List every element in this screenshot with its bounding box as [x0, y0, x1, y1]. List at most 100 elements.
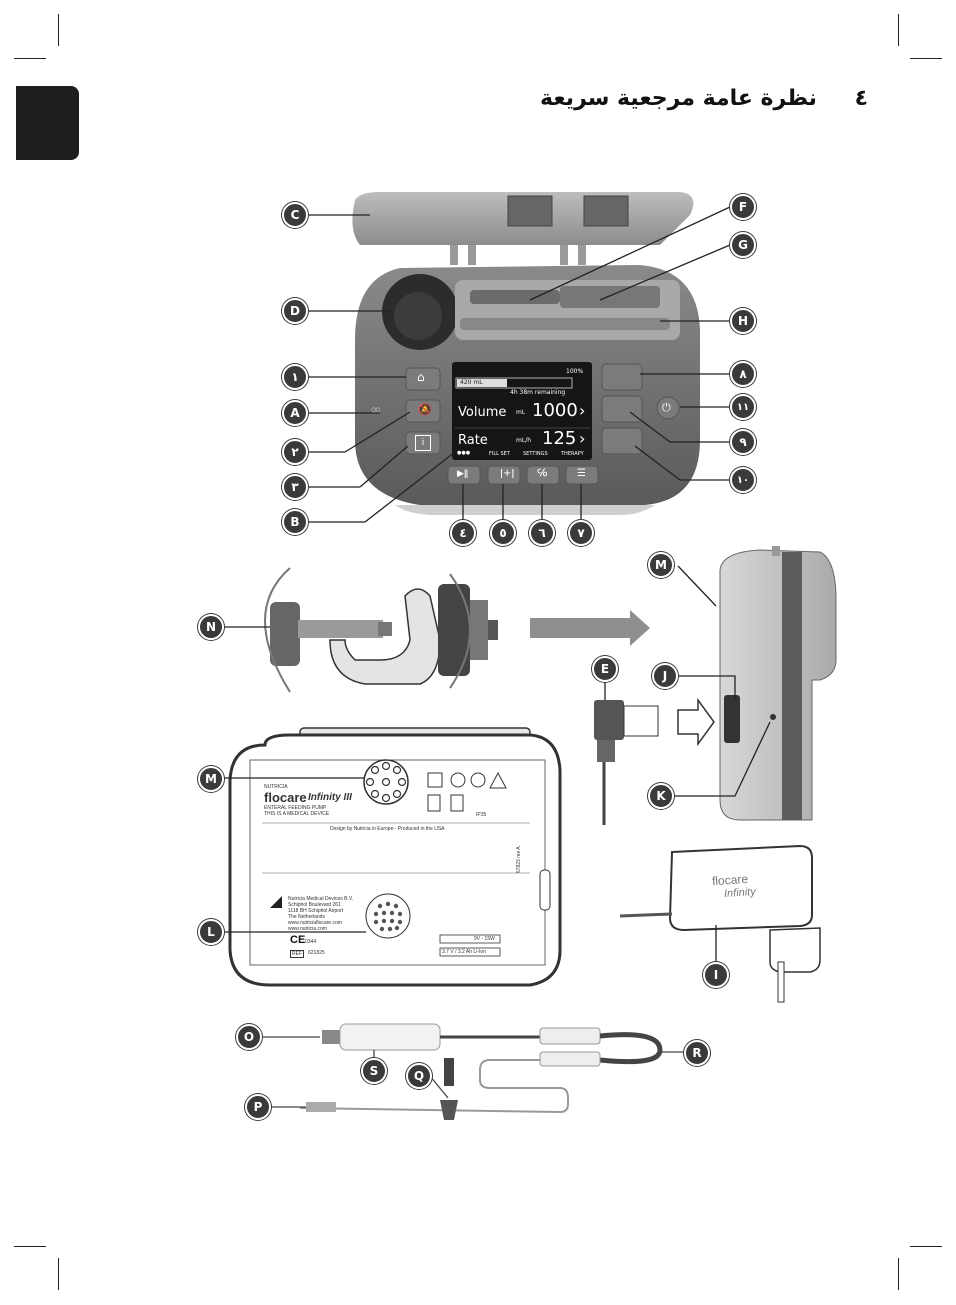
page-header: ٤ نظرة عامة مرجعية سريعة	[540, 86, 868, 111]
bolus-icon[interactable]: ǀ+ǀ	[500, 468, 515, 479]
label-brand-small: NUTRICIA	[264, 784, 288, 790]
callout-r: R	[684, 1040, 710, 1066]
callout-5: ٥	[490, 520, 516, 546]
label-maker-1: Nutricia Medical Devices B.V.	[288, 896, 354, 902]
info-icon[interactable]: i	[415, 435, 431, 451]
mute-icon[interactable]: 🔕	[418, 403, 432, 416]
connection-icon: ∞	[370, 402, 382, 418]
callout-s: S	[361, 1058, 387, 1084]
rate-label[interactable]: Rate	[458, 433, 488, 448]
section-tab	[16, 86, 79, 160]
callout-7: ٧	[568, 520, 594, 546]
callout-c: C	[282, 202, 308, 228]
callout-a: A	[282, 400, 308, 426]
menu-fill-set[interactable]: FILL SET	[489, 451, 510, 457]
pump-body	[355, 265, 700, 515]
callout-6: ٦	[529, 520, 555, 546]
label-power: 9V - 15W	[474, 936, 495, 942]
chevron-right-icon[interactable]: ›	[579, 429, 586, 448]
crop-mark	[14, 58, 46, 59]
bag-volume: 420 mL	[460, 379, 483, 386]
section-title: نظرة عامة مرجعية سريعة	[540, 86, 817, 111]
callout-j: J	[652, 663, 678, 689]
callout-o: O	[236, 1024, 262, 1050]
label-maker-3: 1118 BH Schiphol Airport	[288, 908, 344, 914]
crop-mark	[14, 1246, 46, 1247]
arrow-icon	[530, 610, 650, 646]
battery-level: 100%	[566, 368, 584, 375]
pole-clamp	[222, 567, 498, 693]
volume-unit: mL	[516, 409, 526, 416]
feeding-set	[262, 1023, 686, 1120]
label-product: Infinity III	[308, 792, 352, 803]
connector	[594, 680, 659, 825]
crop-mark	[910, 58, 942, 59]
label-brand: flocare	[264, 790, 307, 805]
menu-settings[interactable]: SETTINGS	[523, 451, 548, 457]
crop-mark	[898, 14, 899, 46]
callout-1: ١	[282, 364, 308, 390]
callout-4: ٤	[450, 520, 476, 546]
callout-10: ١٠	[730, 467, 756, 493]
label-battery: 3.7 V / 3.2 Ah Li-Ion	[442, 949, 486, 955]
power-icon[interactable]: ⏻	[662, 401, 671, 414]
menu-icon[interactable]: ☰	[577, 468, 586, 479]
callout-e: E	[592, 656, 618, 682]
callout-n: N	[198, 614, 224, 640]
callout-h: H	[730, 308, 756, 334]
flush-icon[interactable]: ℅	[537, 468, 548, 479]
page-dots: ●●●	[457, 450, 471, 456]
label-maker-4: The Netherlands	[288, 914, 325, 920]
callout-m-back: M	[198, 766, 224, 792]
menu-therapy[interactable]: THERAPY	[561, 451, 584, 457]
section-number: ٤	[854, 86, 868, 111]
label-maker-5: www.nutriciaflocare.com	[288, 920, 342, 926]
crop-mark	[58, 14, 59, 46]
play-pause-icon[interactable]: ▶ǁ	[457, 469, 469, 479]
callout-d: D	[282, 298, 308, 324]
label-ce-code: 0344	[305, 939, 317, 945]
callout-11: ١١	[730, 394, 756, 420]
home-icon[interactable]: ⌂	[417, 370, 425, 384]
pump-lid	[352, 192, 694, 265]
callout-8: ٨	[730, 361, 756, 387]
label-line1: ENTERAL FEEDING PUMP	[264, 805, 327, 811]
callout-9: ٩	[730, 429, 756, 455]
label-ref-tag: REF	[290, 950, 304, 958]
callout-i: I	[703, 962, 729, 988]
label-ref: 621825	[308, 950, 325, 956]
chevron-right-icon[interactable]: ›	[579, 401, 586, 420]
rate-value: 125	[542, 428, 577, 449]
callout-b: B	[282, 509, 308, 535]
ce-mark-icon: CE	[290, 934, 306, 946]
callout-m-side: M	[648, 552, 674, 578]
power-adapter	[619, 844, 821, 1003]
crop-mark	[910, 1246, 942, 1247]
arrow-icon	[677, 697, 715, 747]
label-maker-6: www.nutricia.com	[288, 926, 327, 932]
callout-g: G	[730, 232, 756, 258]
label-ip: IP35	[476, 812, 487, 818]
crop-mark	[58, 1258, 59, 1290]
callout-2: ٢	[282, 439, 308, 465]
crop-mark	[898, 1258, 899, 1290]
callout-3: ٣	[282, 474, 308, 500]
callout-p: P	[245, 1094, 271, 1120]
callout-l: L	[198, 919, 224, 945]
label-rev: 57823 rev A.	[516, 845, 522, 874]
callout-f: F	[730, 194, 756, 220]
label-line2: THIS IS A MEDICAL DEVICE	[264, 811, 330, 817]
label-design: Design by Nutricia in Europe - Produced …	[330, 826, 445, 832]
callout-q: Q	[406, 1063, 432, 1089]
leader-lines	[308, 206, 731, 523]
time-remaining: 4h 38m remaining	[510, 389, 566, 396]
rate-unit: mL/h	[516, 437, 532, 444]
adapter-product: Infinity	[723, 885, 757, 901]
pump-side-view	[672, 546, 837, 821]
volume-value: 1000	[532, 400, 578, 421]
pump-back	[222, 727, 562, 987]
label-maker-2: Schiphol Boulevard 261	[288, 902, 341, 908]
volume-label[interactable]: Volume	[458, 405, 507, 420]
callout-k: K	[648, 783, 674, 809]
